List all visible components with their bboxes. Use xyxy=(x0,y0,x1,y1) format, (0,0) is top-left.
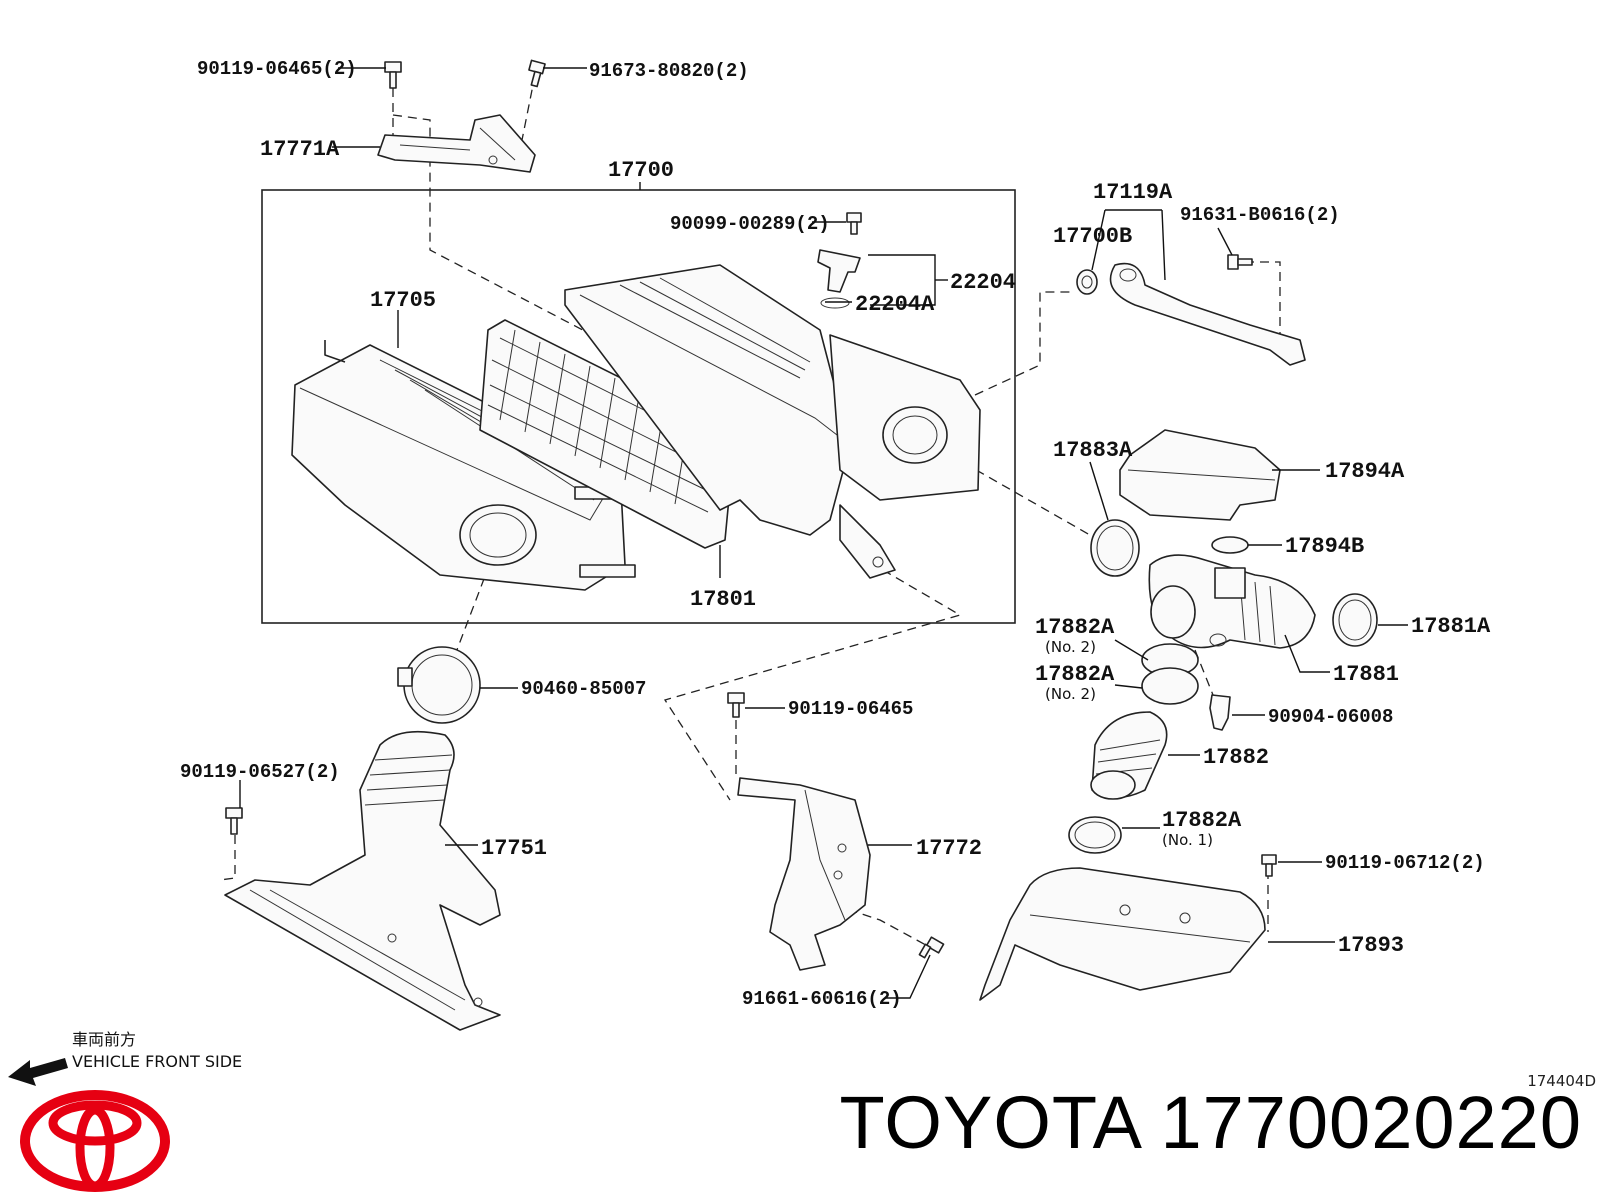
direction-label-en: VEHICLE FRONT SIDE xyxy=(72,1052,243,1071)
filter-element-17801-drawing xyxy=(479,319,736,549)
label-17700: 17700 xyxy=(608,158,674,183)
label-17771A: 17771A xyxy=(260,137,340,162)
label-17751: 17751 xyxy=(481,836,547,861)
label-91673-80820-2: 91673-80820(2) xyxy=(589,60,749,82)
diagram-code: 174404D xyxy=(1527,1072,1596,1090)
sensor-90904-drawing xyxy=(1209,694,1231,731)
label-no2-middle: (No. 2) xyxy=(1045,685,1096,703)
bolt-icon xyxy=(225,807,243,835)
label-17882A-middle: 17882A xyxy=(1035,662,1115,687)
label-17882A-lower: 17882A xyxy=(1162,808,1242,833)
part-number: 1770020220 xyxy=(1160,1081,1582,1164)
label-90099-00289-2: 90099-00289(2) xyxy=(670,213,830,235)
label-91661-60616-2: 91661-60616(2) xyxy=(742,988,902,1010)
clamp-17881A-drawing xyxy=(1332,593,1378,647)
label-17893: 17893 xyxy=(1338,933,1404,958)
brand-name: TOYOTA xyxy=(839,1081,1139,1164)
clamp-90460-drawing xyxy=(397,646,481,724)
bolt-icon xyxy=(727,692,745,718)
cleaner-case-drawing xyxy=(564,249,981,579)
label-17801: 17801 xyxy=(690,587,756,612)
toyota-logo xyxy=(20,1090,170,1192)
label-17882A-upper: 17882A xyxy=(1035,615,1115,640)
bolt-icon xyxy=(918,936,945,959)
bolt-icon xyxy=(1261,854,1277,877)
label-91631-B0616-2: 91631-B0616(2) xyxy=(1180,204,1340,226)
label-90119-06465: 90119-06465 xyxy=(788,698,913,720)
label-17883A: 17883A xyxy=(1053,438,1133,463)
bracket-17772-drawing xyxy=(737,777,871,971)
resonator-17894A-drawing xyxy=(1119,429,1281,554)
label-17700B: 17700B xyxy=(1053,224,1132,249)
label-17119A: 17119A xyxy=(1093,180,1173,205)
hose-17882-drawing xyxy=(1090,711,1168,800)
part-labels: 90119-06465(2) 91673-80820(2) 17771A 177… xyxy=(180,58,1491,1010)
label-90119-06712-2: 90119-06712(2) xyxy=(1325,852,1485,874)
label-22204: 22204 xyxy=(950,270,1016,295)
clamp-17882A-lower-drawing xyxy=(1068,816,1122,854)
bracket-17771A-drawing xyxy=(377,114,536,173)
label-17894B: 17894B xyxy=(1285,534,1364,559)
bolt-icon xyxy=(846,212,862,235)
label-22204A: 22204A xyxy=(855,292,935,317)
bolt-icon xyxy=(528,59,546,88)
assembly-box-17700 xyxy=(261,189,1016,624)
duct-17751-drawing xyxy=(224,730,501,1031)
footer-title: TOYOTA 1770020220 xyxy=(840,1080,1582,1165)
label-90119-06465-2: 90119-06465(2) xyxy=(197,58,357,80)
arrow-left-icon xyxy=(8,1058,68,1086)
label-17894A: 17894A xyxy=(1325,459,1405,484)
leader-lines xyxy=(239,67,1408,999)
label-17881: 17881 xyxy=(1333,662,1399,687)
bracket-17119A-drawing xyxy=(1076,262,1306,366)
clamp-17882A-upper-drawing xyxy=(1141,643,1199,705)
label-17705: 17705 xyxy=(370,288,436,313)
label-90460-85007: 90460-85007 xyxy=(521,678,646,700)
label-17772: 17772 xyxy=(916,836,982,861)
hose-17881-drawing xyxy=(1148,554,1316,649)
label-17882: 17882 xyxy=(1203,745,1269,770)
bolt-icon xyxy=(384,61,402,89)
label-no1: (No. 1) xyxy=(1162,831,1213,849)
direction-label-jp: 車両前方 xyxy=(72,1030,137,1049)
bolt-icon xyxy=(1227,254,1253,270)
label-90119-06527-2: 90119-06527(2) xyxy=(180,761,340,783)
cover-17893-drawing xyxy=(979,867,1266,1001)
label-no2-upper: (No. 2) xyxy=(1045,638,1096,656)
label-90904-06008: 90904-06008 xyxy=(1268,706,1393,728)
clamp-17883A-drawing xyxy=(1090,519,1140,577)
label-17881A: 17881A xyxy=(1411,614,1491,639)
